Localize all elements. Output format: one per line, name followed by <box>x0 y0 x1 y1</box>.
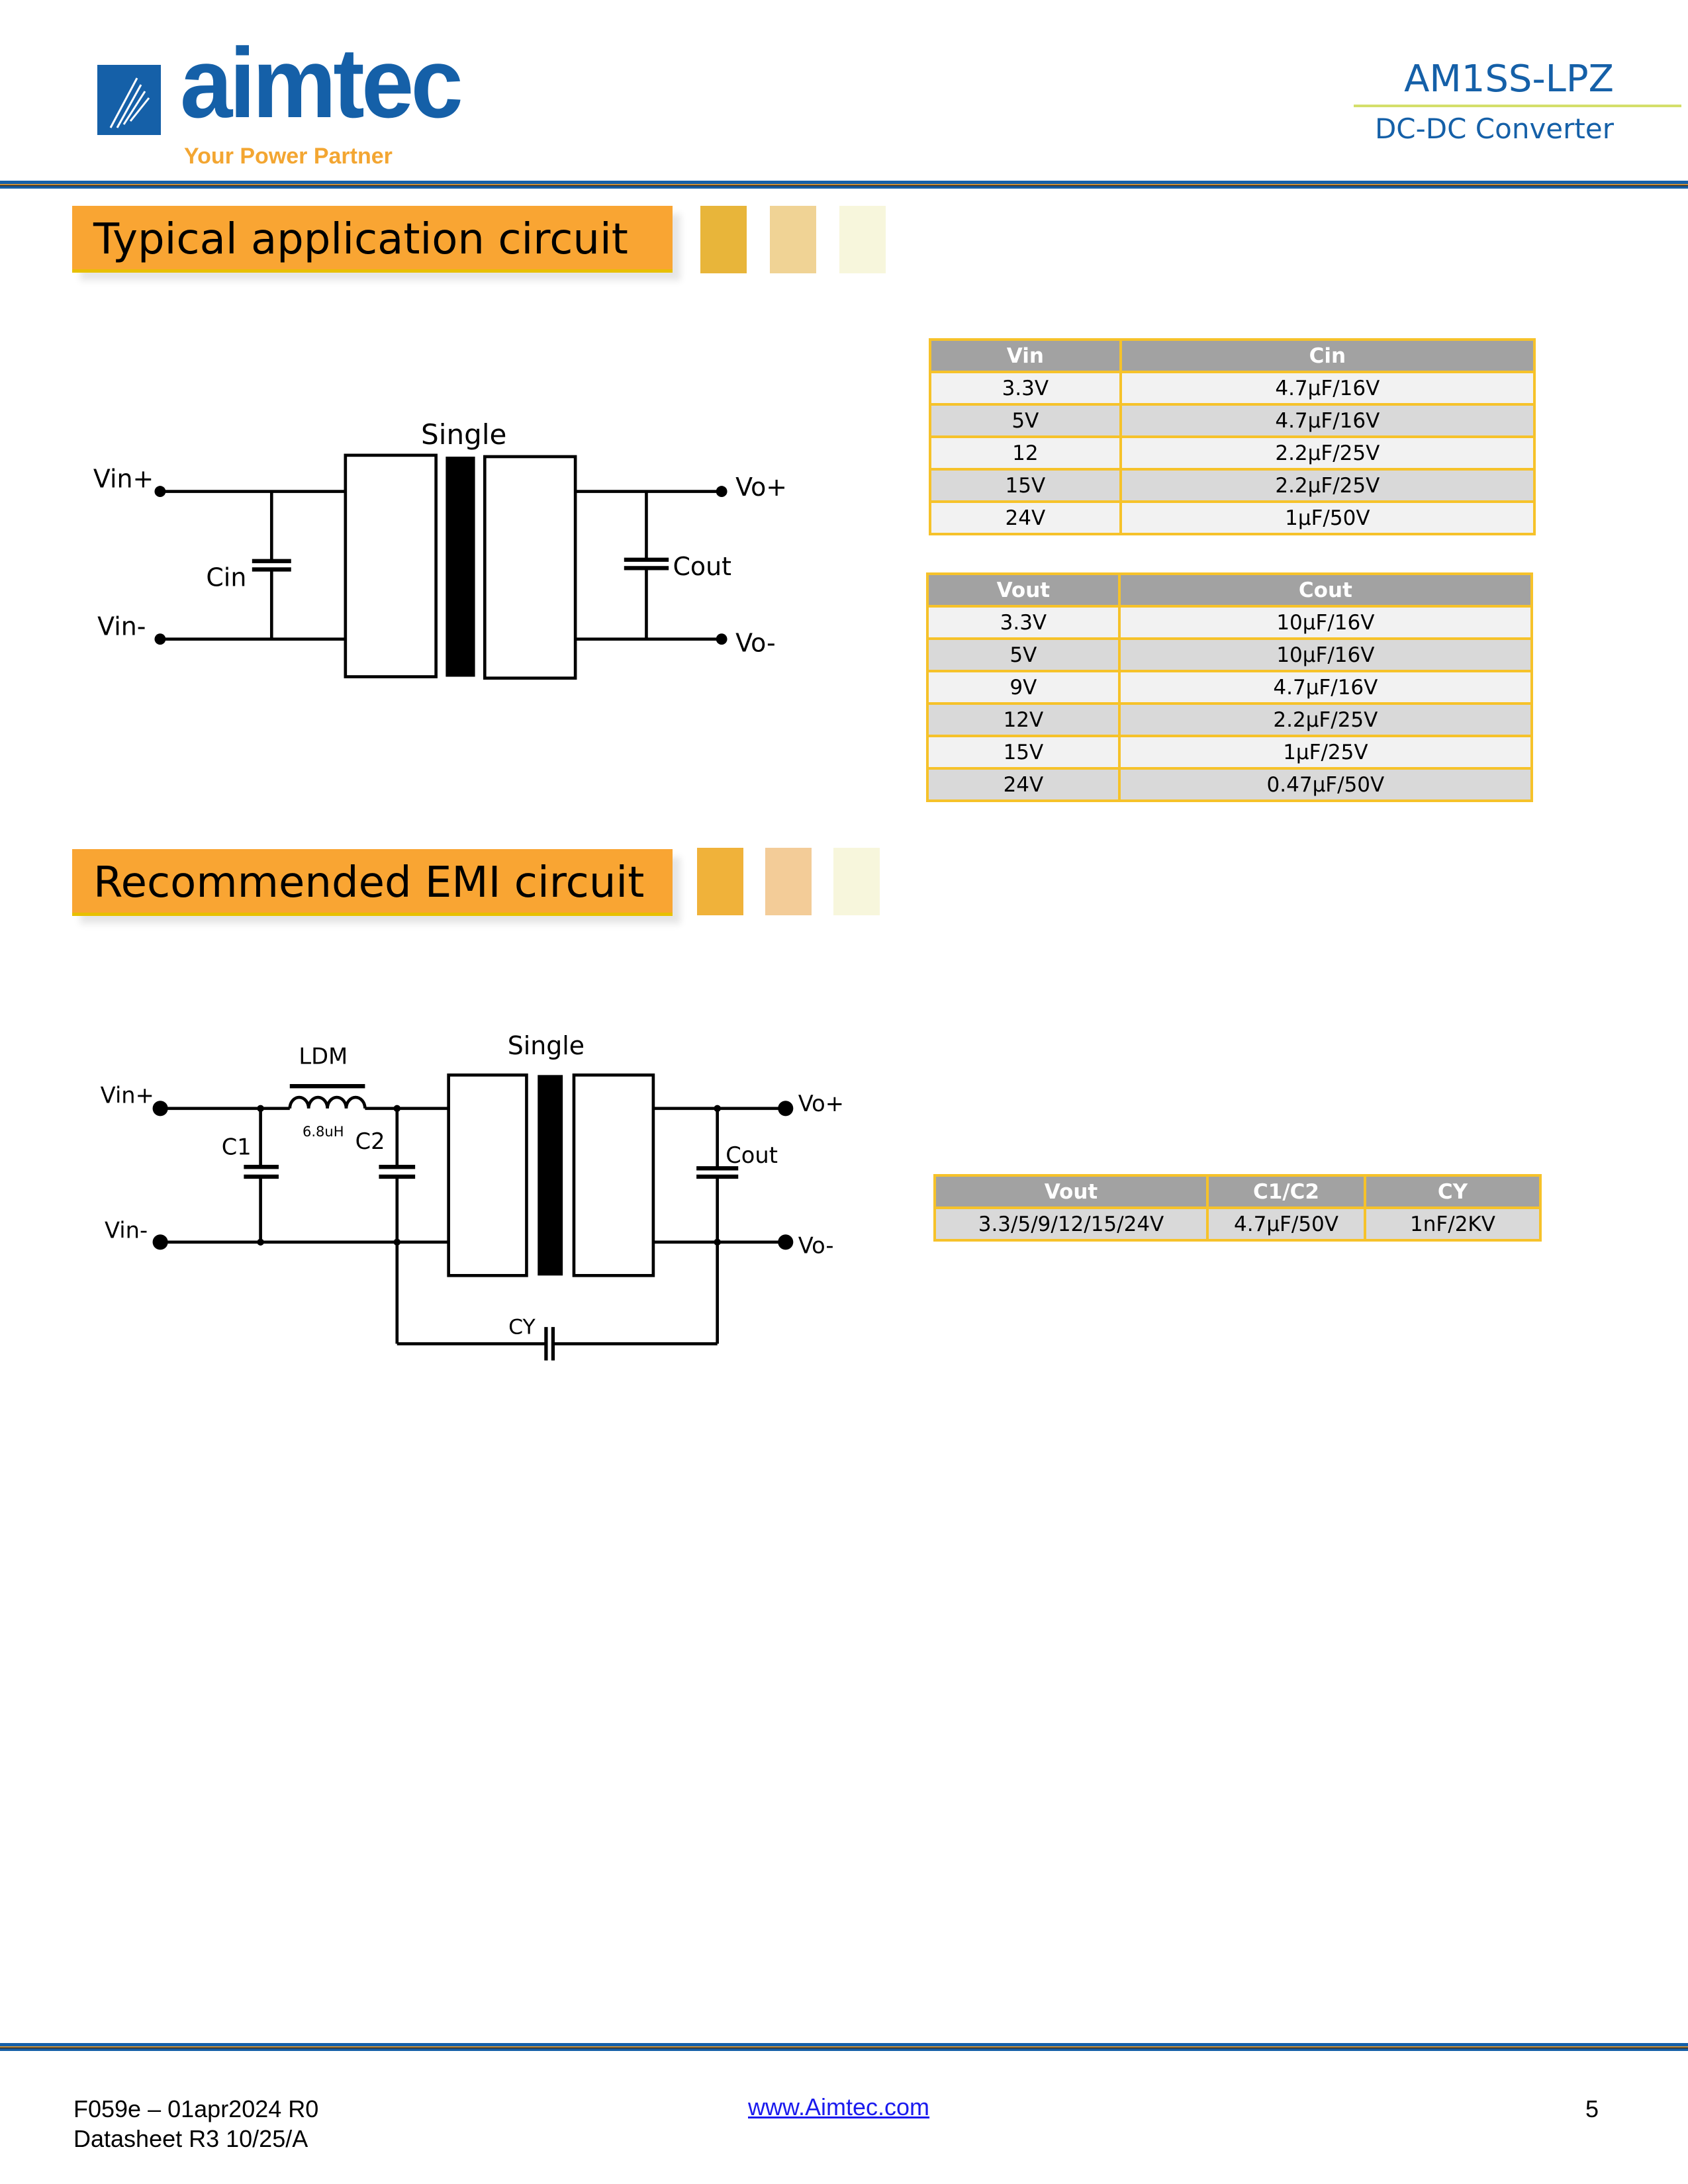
section-title: Typical application circuit <box>93 215 628 264</box>
table-cell: 15V <box>929 468 1122 503</box>
banner-decoration <box>765 848 812 915</box>
table-cell: 1nF/2KV <box>1364 1206 1542 1242</box>
vin-minus-label: Vin- <box>97 612 146 641</box>
table-header: Cin <box>1119 338 1536 373</box>
table-cell: 1µF/25V <box>1117 735 1534 770</box>
vo-plus-label: Vo+ <box>798 1091 844 1116</box>
ldm-label: LDM <box>299 1044 348 1069</box>
page-number: 5 <box>1585 2095 1599 2122</box>
section-banner-typical: Typical application circuit <box>72 206 673 273</box>
table-cell: 2.2µF/25V <box>1119 435 1536 471</box>
module-label: Single <box>508 1031 585 1060</box>
table-cell: 10µF/16V <box>1117 637 1534 672</box>
terminal-dot <box>154 633 166 645</box>
table-cell: 15V <box>926 735 1121 770</box>
table-header: Vout <box>933 1174 1209 1209</box>
product-name: AM1SS-LPZ <box>1404 58 1614 101</box>
header-divider <box>1354 105 1681 107</box>
vo-minus-label: Vo- <box>798 1233 834 1259</box>
c1-label: C1 <box>222 1134 252 1160</box>
product-subtitle: DC-DC Converter <box>1374 113 1614 145</box>
terminal-dot <box>716 486 727 498</box>
table-header: C1/C2 <box>1206 1174 1366 1209</box>
table-header: Vin <box>929 338 1122 373</box>
table-cell: 2.2µF/25V <box>1119 468 1536 503</box>
transformer-core <box>445 456 475 677</box>
ldm-value-label: 6.8uH <box>303 1123 344 1140</box>
table-cell: 3.3V <box>929 371 1122 406</box>
table-cell: 5V <box>929 403 1122 438</box>
table-cell: 9V <box>926 670 1121 705</box>
vin-minus-label: Vin- <box>105 1218 148 1244</box>
table-cell: 3.3/5/9/12/15/24V <box>933 1206 1209 1242</box>
logo-mark-icon <box>97 65 161 135</box>
table-cell: 3.3V <box>926 605 1121 640</box>
table-cell: 24V <box>926 767 1121 802</box>
vin-plus-label: Vin+ <box>101 1082 154 1108</box>
c2-label: C2 <box>355 1128 385 1154</box>
terminal-dot <box>716 633 727 645</box>
table-cell: 0.47µF/50V <box>1117 767 1534 802</box>
table-cell: 10µF/16V <box>1117 605 1534 640</box>
table-cell: 24V <box>929 500 1122 535</box>
logo-tagline: Your Power Partner <box>184 144 393 169</box>
banner-decoration <box>770 206 816 273</box>
banner-decoration <box>839 206 886 273</box>
terminal-dot <box>154 486 166 498</box>
form-number: F059e – 01apr2024 R0 <box>73 2095 319 2122</box>
table-header: CY <box>1364 1174 1542 1209</box>
table-cell: 4.7µF/16V <box>1119 371 1536 406</box>
table-cell: 1µF/50V <box>1119 500 1536 535</box>
table-cell: 4.7µF/50V <box>1206 1206 1366 1242</box>
vo-plus-label: Vo+ <box>735 473 787 502</box>
transformer-core <box>538 1075 563 1276</box>
section-title: Recommended EMI circuit <box>93 858 645 907</box>
table-cell: 4.7µF/16V <box>1117 670 1534 705</box>
banner-decoration <box>833 848 880 915</box>
table-cell: 5V <box>926 637 1121 672</box>
logo-text: aimtec <box>180 27 463 138</box>
vin-plus-label: Vin+ <box>93 464 154 493</box>
cy-label: CY <box>508 1316 536 1340</box>
table-cell: 12V <box>926 702 1121 737</box>
cin-label: Cin <box>206 563 246 592</box>
table-header: Vout <box>926 572 1121 608</box>
vo-minus-label: Vo- <box>735 629 776 658</box>
cout-label: Cout <box>726 1142 778 1168</box>
table-header: Cout <box>1117 572 1534 608</box>
datasheet-revision: Datasheet R3 10/25/A <box>73 2125 308 2152</box>
banner-decoration <box>697 848 743 915</box>
table-cell: 2.2µF/25V <box>1117 702 1534 737</box>
typical-circuit-diagram: Single Vin+ Vin- Cin Cout Vo+ Vo- <box>93 418 787 680</box>
banner-decoration <box>700 206 747 273</box>
footer-rule <box>0 2043 1688 2051</box>
emi-circuit-diagram: Single LDM 6.8uH C1 C2 Cout CY Vin+ Vin-… <box>101 1031 844 1361</box>
section-banner-emi: Recommended EMI circuit <box>72 849 673 916</box>
header-rule <box>0 181 1688 189</box>
table-cell: 4.7µF/16V <box>1119 403 1536 438</box>
cout-label: Cout <box>673 552 731 581</box>
table-cell: 12 <box>929 435 1122 471</box>
module-label: Single <box>421 418 506 451</box>
website-link[interactable]: www.Aimtec.com <box>748 2093 930 2120</box>
